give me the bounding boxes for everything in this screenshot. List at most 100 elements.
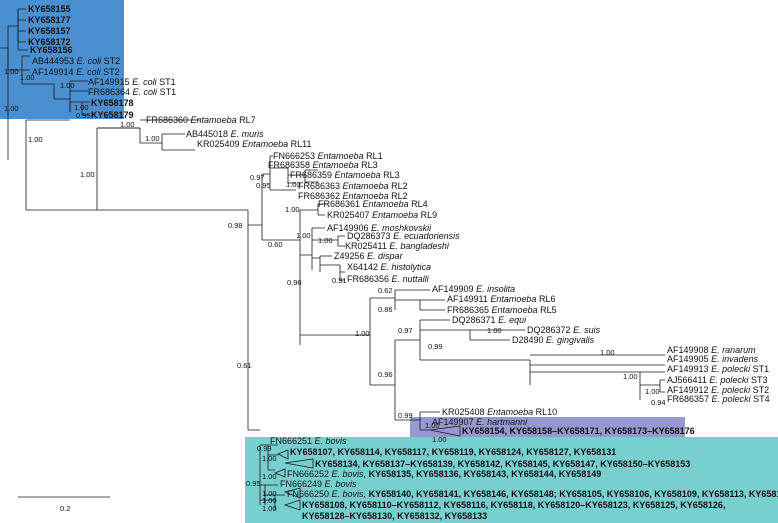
taxon-label: X64142 E. histolytica	[347, 262, 431, 272]
taxon-label: AF149914 E. coli ST2	[32, 67, 120, 77]
support-value: 1.00	[262, 472, 277, 481]
taxon-label: D28490 E. gingivalis	[512, 335, 595, 345]
taxon-label: FN666252 E. bovis, KY658135, KY658136, K…	[287, 469, 601, 479]
hartmanni-clade-highlight	[410, 417, 685, 438]
taxon-label: FR686356 E. nuttalli	[347, 274, 430, 284]
support-value: 0.97	[250, 173, 265, 182]
taxon-label: FR686359 Entamoeba RL3	[290, 170, 400, 180]
taxon-label: FR686358 Entamoeba RL3	[268, 160, 378, 170]
taxon-label: FR686363 Entamoeba RL2	[298, 181, 408, 191]
taxon-label: FR686360 Entamoeba RL7	[146, 115, 256, 125]
bovis-collapsed-triangle-3	[273, 468, 286, 478]
support-value: 1.00	[318, 236, 333, 245]
taxon-label: FR686364 E. coli ST1	[88, 87, 176, 97]
support-value: 1.00	[74, 103, 89, 112]
taxon-label: KY658128–KY658130, KY658132, KY658133	[302, 511, 487, 521]
support-value: 1.00	[4, 67, 19, 76]
taxon-label: Z49256 E. dispar	[334, 251, 404, 261]
collapsed-clades	[273, 425, 461, 511]
support-value: 1.00	[120, 120, 135, 129]
support-value: 0.91	[332, 276, 347, 285]
support-value: 0.99	[428, 342, 443, 351]
bovis-collapsed-triangle-4	[283, 487, 301, 499]
taxon-label: FR686361 Entamoeba RL4	[318, 199, 428, 209]
support-value: 0.95	[256, 181, 271, 190]
taxon-label: KY658178	[91, 98, 134, 108]
support-value: 0.96	[378, 370, 393, 379]
taxon-label: KY658107, KY658114, KY658117, KY658119, …	[290, 447, 616, 457]
taxon-label: FN666251 E. bovis	[270, 436, 347, 446]
support-value: 1.00	[262, 454, 277, 463]
support-value: 1.00	[145, 134, 160, 143]
taxon-label: KR025411 E. bangladeshi	[345, 241, 450, 251]
support-value: 1.00	[262, 496, 277, 505]
support-value: 1.00	[262, 489, 277, 498]
bovis-collapsed-triangle-1	[277, 449, 289, 460]
taxon-label: KY658172	[28, 37, 71, 47]
taxon-label: AB444953 E. coli ST2	[32, 56, 120, 66]
taxon-label: KR025407 Entamoeba RL9	[327, 210, 437, 220]
support-value: 1.00	[80, 170, 95, 179]
support-value: 0.95	[76, 111, 91, 120]
taxon-label: AF149915 E. coli ST1	[88, 77, 176, 87]
support-value: 1.00	[432, 435, 447, 444]
taxon-label: AB445018 E. muris	[186, 129, 264, 139]
support-value: 1.00	[355, 329, 370, 338]
taxon-label: KR025409 Entamoeba RL11	[197, 139, 311, 149]
support-value: 0.99	[257, 444, 272, 453]
support-values: 1.00 1.00 1.00 1.00 0.95 1.00 1.00 1.00 …	[4, 67, 666, 513]
taxon-label: FN666253 Entamoeba RL1	[273, 151, 383, 161]
taxon-label: AF149913 E. polecki ST1	[667, 364, 769, 374]
taxon-label: AF149912 E. polecki ST2	[667, 385, 769, 395]
taxon-label: AF149906 E. moshkovskii	[327, 223, 432, 233]
support-value: 0.98	[228, 221, 243, 230]
taxon-label: KY658177	[28, 15, 71, 25]
support-value: 0.60	[268, 240, 283, 249]
support-value: 1.00	[28, 135, 43, 144]
support-value: 1.00	[286, 180, 301, 189]
support-value: 1.00	[296, 231, 311, 240]
taxon-label: AF149908 E. ranarum	[667, 345, 756, 355]
support-value: 0.96	[287, 278, 302, 287]
taxon-label: FN666249 E. bovis	[280, 479, 357, 489]
support-value: 0.97	[398, 326, 413, 335]
scale-bar: 0.2	[18, 496, 110, 513]
support-value: 1.00	[4, 104, 19, 113]
support-value: 1.00	[60, 81, 75, 90]
support-value: 0.99	[398, 411, 413, 420]
taxon-label: DQ286373 E. ecuadoriensis	[347, 231, 460, 241]
taxon-label: KR025408 Entamoeba RL10	[442, 407, 557, 417]
taxon-labels: KY658155 KY658177 KY658157 KY658172 KY65…	[28, 4, 778, 521]
taxon-label: FR686357 E. polecki ST4	[667, 394, 770, 404]
support-value: 1.00	[645, 387, 660, 396]
bovis-collapsed-triangle-2	[284, 458, 314, 469]
taxon-label: KY658157	[28, 26, 71, 36]
bovis-clade-highlight	[245, 437, 778, 523]
support-value: 1.00	[285, 205, 300, 214]
hartmanni-collapsed-triangle	[429, 425, 461, 437]
taxon-label: AF149911 Entamoeba RL6	[447, 294, 555, 304]
taxon-label: FR686362 Entamoeba RL2	[298, 191, 408, 201]
taxon-label: AF149905 E. invadens	[667, 354, 759, 364]
support-value: 1.00	[600, 348, 615, 357]
bovis-collapsed-triangle-5	[283, 499, 301, 511]
taxon-label: KY658108, KY658110–KY658112, KY658116, K…	[302, 500, 725, 510]
support-value: 0.86	[378, 305, 393, 314]
taxon-label: KY658156	[30, 45, 73, 55]
support-value: 0.61	[237, 361, 252, 370]
support-value: 1.00	[487, 326, 502, 335]
taxon-label: DQ286371 E. equi	[452, 315, 527, 325]
taxon-label: KY658154, KY658158–KY658171, KY658173–KY…	[462, 426, 695, 436]
support-value: 0.62	[378, 286, 393, 295]
support-value: 1.00	[623, 372, 638, 381]
support-value: 1.00	[262, 504, 277, 513]
taxon-label: KY658179	[91, 110, 134, 120]
taxon-label: AJ566411 E. polecki ST3	[667, 375, 767, 385]
taxon-label: AF149907 E. hartmanni	[432, 417, 528, 427]
taxon-label: FR686365 Entamoeba RL5	[447, 305, 557, 315]
support-value: 0.94	[651, 398, 666, 407]
scale-bar-label: 0.2	[60, 504, 70, 513]
tree-branches	[0, 8, 665, 510]
taxon-label: KY658155	[28, 4, 71, 14]
